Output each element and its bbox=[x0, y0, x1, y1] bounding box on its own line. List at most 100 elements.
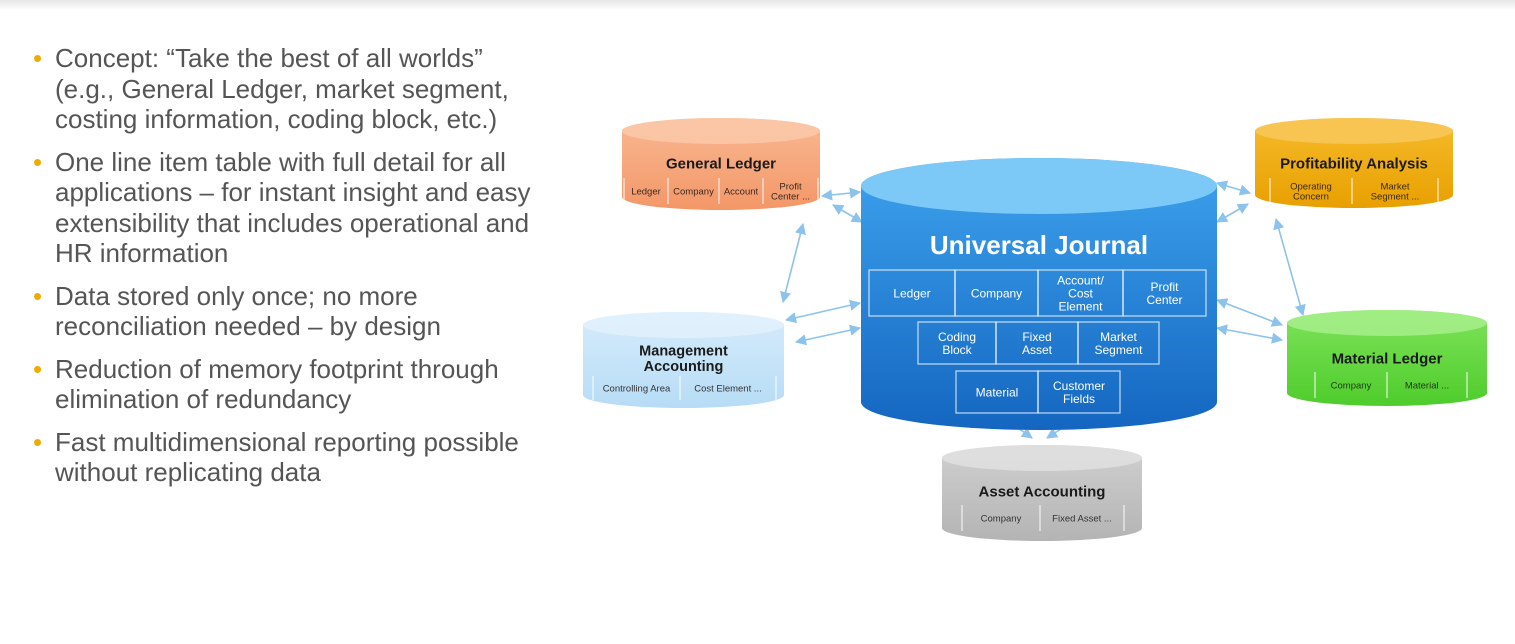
universal-journal-field-box bbox=[1077, 321, 1160, 365]
bullet-dot-icon: • bbox=[33, 426, 43, 457]
management-accounting-cylinder-field: Controlling Area bbox=[603, 383, 671, 394]
universal-journal-field-box bbox=[1122, 269, 1207, 317]
bullet-text-line: Concept: “Take the best of all worlds” bbox=[55, 43, 483, 73]
bullet-text-line: elimination of redundancy bbox=[55, 384, 352, 414]
profitability-analysis-cylinder-title-line: Profitability Analysis bbox=[1280, 155, 1428, 172]
connector-arrow bbox=[1216, 203, 1249, 223]
connector-arrows bbox=[780, 180, 1306, 439]
material-ledger-cylinder-field: Company bbox=[1331, 380, 1372, 391]
general-ledger-cylinder-field-line: Profit bbox=[779, 181, 802, 192]
bullet-dot-icon: • bbox=[33, 353, 43, 384]
universal-journal-field-line: Company bbox=[971, 286, 1022, 300]
management-accounting-cylinder-field-line: Controlling Area bbox=[603, 383, 671, 394]
profitability-analysis-cylinder-field-line: Operating bbox=[1290, 181, 1332, 192]
profitability-analysis-cylinder-field-line: Concern bbox=[1293, 192, 1329, 203]
universal-journal-body bbox=[861, 158, 1217, 430]
bullet-text-line: Fast multidimensional reporting possible bbox=[55, 426, 519, 457]
material-ledger-cylinder-field: Material ... bbox=[1405, 380, 1449, 391]
material-ledger-cylinder-title: Material Ledger bbox=[1332, 350, 1443, 367]
general-ledger-cylinder-field-line: Center ... bbox=[771, 192, 810, 203]
bullet-text-line: One line item table with full detail for… bbox=[55, 146, 506, 177]
connector-arrow bbox=[832, 204, 863, 223]
management-accounting-cylinder-field-line: Cost Element ... bbox=[694, 383, 762, 394]
universal-journal-field-line: Ledger bbox=[893, 286, 930, 300]
universal-journal-field-line: Cost bbox=[1068, 286, 1093, 300]
bullet-dot-icon: • bbox=[33, 146, 43, 177]
asset-accounting-cylinder-top bbox=[942, 445, 1142, 471]
general-ledger-cylinder-field: Account bbox=[724, 186, 759, 197]
universal-journal-field-line: Block bbox=[942, 343, 972, 357]
bullet-item: • Fast multidimensional reporting possibl… bbox=[33, 427, 593, 488]
profitability-analysis-cylinder-field-line: Market bbox=[1380, 181, 1409, 192]
profitability-analysis-cylinder-title: Profitability Analysis bbox=[1280, 155, 1428, 172]
bullet-text-line: applications – for instant insight and e… bbox=[55, 177, 531, 207]
profitability-analysis-cylinder-top bbox=[1255, 118, 1453, 144]
asset-accounting-cylinder-field-line: Fixed Asset ... bbox=[1052, 513, 1112, 524]
bullet-text-line: Reduction of memory footprint through bbox=[55, 353, 499, 384]
general-ledger-cylinder-field-line: Account bbox=[724, 186, 759, 197]
general-ledger-cylinder-field-line: Company bbox=[673, 186, 714, 197]
asset-accounting-cylinder-field: Fixed Asset ... bbox=[1052, 513, 1112, 524]
universal-journal-field: Material bbox=[976, 385, 1019, 399]
connector-arrow bbox=[780, 222, 806, 304]
bullet-text-line: Data stored only once; no more bbox=[55, 280, 418, 311]
bullet-text-line: reconciliation needed – by design bbox=[55, 311, 441, 341]
material-ledger-cylinder-field-line: Company bbox=[1331, 380, 1372, 391]
management-accounting-cylinder-title-line: Accounting bbox=[644, 359, 724, 375]
bullet-text-line: without replicating data bbox=[55, 457, 321, 487]
bullet-dot-icon: • bbox=[33, 280, 43, 311]
universal-journal-field: Ledger bbox=[893, 286, 930, 300]
top-shadow-bar bbox=[0, 0, 1515, 10]
universal-journal-field-box bbox=[1037, 370, 1121, 414]
management-accounting-cylinder-top bbox=[583, 312, 784, 338]
asset-accounting-cylinder-field-line: Company bbox=[981, 513, 1022, 524]
connector-arrow bbox=[794, 324, 862, 346]
universal-journal-field-line: Segment bbox=[1094, 343, 1143, 357]
connector-arrow bbox=[1215, 298, 1284, 327]
universal-journal-field-line: Material bbox=[976, 385, 1019, 399]
general-ledger-cylinder-top bbox=[622, 118, 820, 144]
general-ledger-cylinder-title: General Ledger bbox=[666, 155, 776, 172]
universal-journal-field-line: Asset bbox=[1022, 343, 1053, 357]
universal-journal-field-line: Fields bbox=[1063, 392, 1095, 406]
bullet-text-line: HR information bbox=[55, 238, 229, 268]
general-ledger-cylinder-field: Company bbox=[673, 186, 714, 197]
bullet-list: • Concept: “Take the best of all worlds”(… bbox=[33, 43, 593, 500]
connector-arrow bbox=[1273, 217, 1306, 317]
universal-journal-field-line: Element bbox=[1058, 299, 1103, 313]
asset-accounting-cylinder-title: Asset Accounting bbox=[979, 483, 1106, 500]
bullet-item: • One line item table with full detail fo… bbox=[33, 147, 593, 269]
general-ledger-cylinder-field-line: Ledger bbox=[631, 186, 661, 197]
material-ledger-cylinder-title-line: Material Ledger bbox=[1332, 350, 1443, 367]
universal-journal-field-line: Profit bbox=[1150, 280, 1179, 294]
universal-journal-title: Universal Journal bbox=[930, 230, 1148, 260]
connector-arrow bbox=[820, 187, 862, 201]
universal-journal-field-line: Customer bbox=[1053, 379, 1105, 393]
asset-accounting-cylinder-title-line: Asset Accounting bbox=[979, 483, 1106, 500]
material-ledger-cylinder-top bbox=[1287, 310, 1487, 336]
connector-arrow bbox=[784, 299, 862, 324]
universal-journal-field: Company bbox=[971, 286, 1022, 300]
general-ledger-cylinder-title-line: General Ledger bbox=[666, 155, 776, 172]
universal-journal-top bbox=[861, 158, 1217, 214]
profitability-analysis-cylinder-field-line: Segment ... bbox=[1371, 192, 1420, 203]
management-accounting-cylinder-field: Cost Element ... bbox=[694, 383, 762, 394]
bullet-text-line: (e.g., General Ledger, market segment, bbox=[55, 73, 509, 104]
